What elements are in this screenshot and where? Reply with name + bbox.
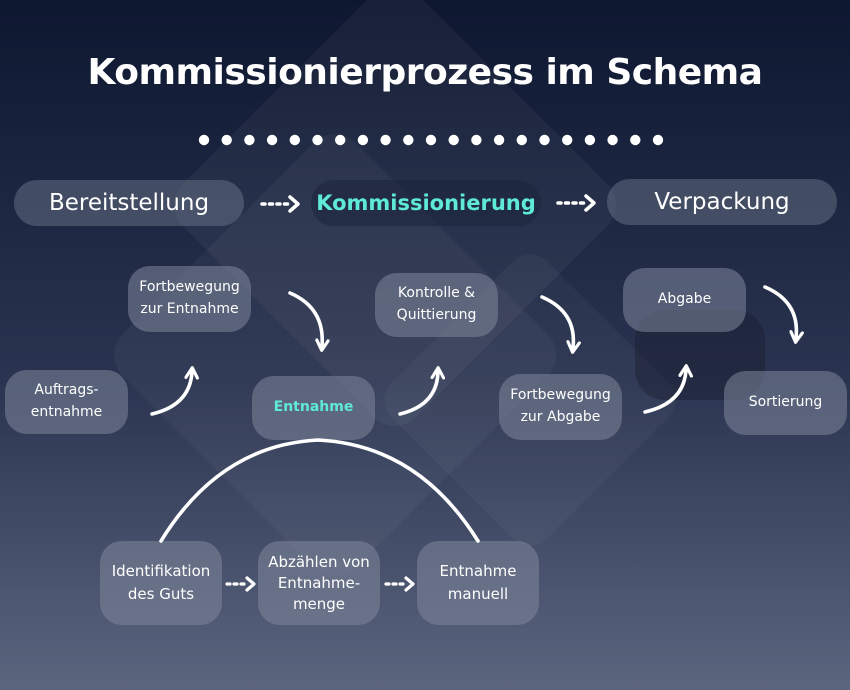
separator-dot — [289, 134, 300, 146]
separator-dot — [198, 134, 210, 146]
separator-dot — [630, 134, 641, 146]
node-abgabe: Abgabe — [623, 268, 746, 332]
node-identifikation: Identifikation des Guts — [100, 541, 222, 625]
node-kontrolle-quittierung: Kontrolle & Quittierung — [375, 273, 498, 337]
node-label: Auftrags- entnahme — [30, 382, 103, 420]
node-label: Abzählen von Entnahme- menge — [268, 552, 370, 613]
node-label: Entnahme manuell — [439, 561, 517, 603]
node-label: Entnahme — [273, 399, 354, 416]
separator-dot — [607, 134, 618, 146]
node-label: Fortbewegung zur Entnahme — [139, 279, 240, 317]
arrow-down-2 — [540, 295, 573, 348]
separator-dot — [221, 134, 232, 146]
phase-kommissionierung: Kommissionierung — [311, 180, 541, 226]
separator-dot — [493, 134, 505, 146]
arrow-down-3 — [763, 285, 796, 338]
page-title: Kommissionierprozess im Schema — [87, 52, 763, 93]
node-abzaehlen: Abzählen von Entnahme- menge — [258, 541, 380, 625]
separator-dot — [516, 134, 527, 146]
node-label: Identifikation des Guts — [111, 561, 211, 603]
node-label: Abgabe — [657, 291, 712, 308]
node-fortbewegung-entnahme: Fortbewegung zur Entnahme — [128, 266, 251, 332]
phase-label: Bereitstellung — [48, 190, 210, 216]
phase-verpackung: Verpackung — [607, 179, 837, 225]
subprocess-arc — [159, 438, 480, 543]
separator-dot — [312, 134, 323, 146]
substep-arrow-2 — [384, 576, 415, 592]
separator-dot — [425, 134, 437, 146]
separator-dot — [471, 134, 482, 146]
separator-dot — [539, 134, 550, 146]
phase-label: Kommissionierung — [316, 191, 536, 215]
arrow-up-1 — [150, 372, 192, 416]
separator-dot — [448, 134, 459, 146]
node-label: Sortierung — [748, 394, 823, 411]
node-sortierung: Sortierung — [724, 371, 847, 435]
node-fortbewegung-abgabe: Fortbewegung zur Abgabe — [499, 374, 622, 440]
arrow-up-3 — [643, 370, 686, 414]
separator-dot — [244, 134, 255, 146]
phase-bereitstellung: Bereitstellung — [14, 180, 244, 226]
separator-dot — [357, 134, 369, 146]
node-entnahme: Entnahme — [252, 376, 375, 440]
phase-arrow-1 — [260, 195, 300, 213]
separator-dot — [584, 134, 596, 146]
separator-dot — [403, 134, 414, 146]
arrow-up-2 — [398, 372, 438, 416]
separator-dot — [652, 134, 664, 146]
substep-arrow-1 — [225, 576, 256, 592]
phase-arrow-2 — [556, 194, 596, 212]
separator-dot — [380, 134, 391, 146]
node-entnahme-manuell: Entnahme manuell — [417, 541, 539, 625]
separator-dot — [266, 134, 278, 146]
separator-dot — [562, 134, 573, 146]
separator-dot — [335, 134, 346, 146]
node-label: Kontrolle & Quittierung — [396, 285, 477, 323]
phase-label: Verpackung — [654, 189, 790, 215]
dotted-separator — [198, 134, 664, 146]
arrow-down-1 — [288, 291, 322, 346]
node-auftragsentnahme: Auftrags- entnahme — [5, 370, 128, 434]
node-label: Fortbewegung zur Abgabe — [510, 387, 611, 425]
